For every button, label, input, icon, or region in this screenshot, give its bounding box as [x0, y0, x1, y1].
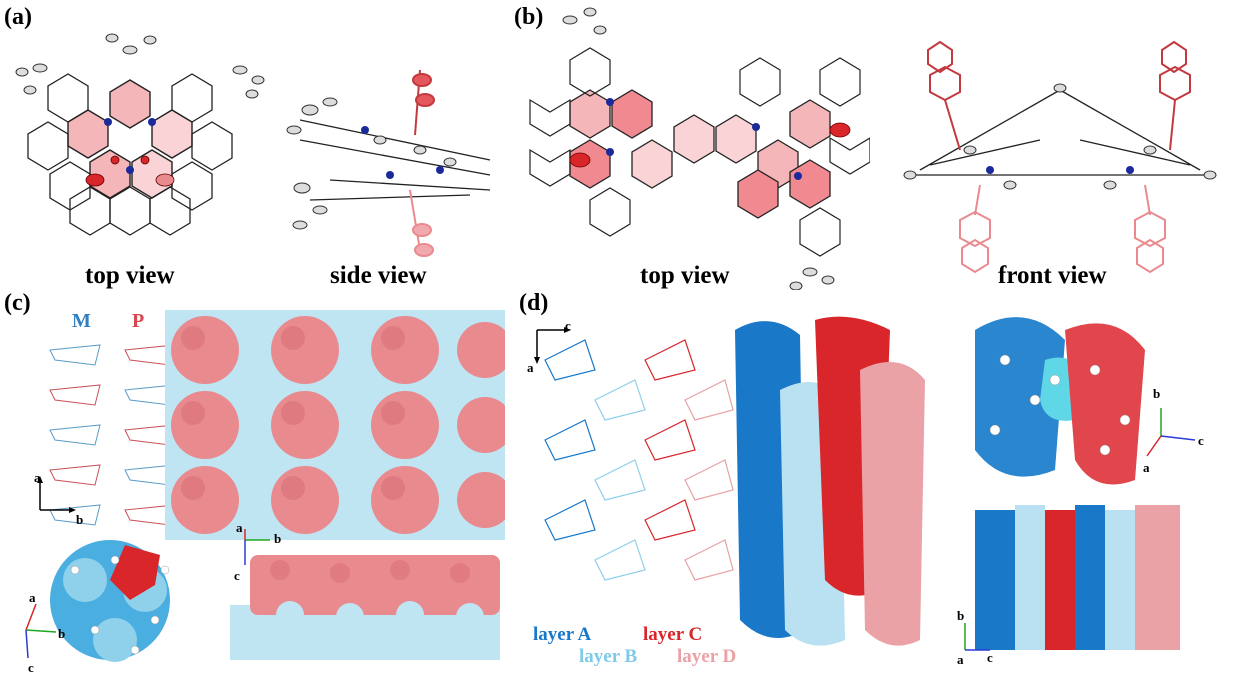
- panel-c-main-axes-arrows: [37, 476, 76, 513]
- panel-d-tr-axis-a: a: [1143, 460, 1150, 475]
- panel-b-top-view-structure: [529, 7, 870, 290]
- panel-b-front-view-structure: [903, 40, 1217, 274]
- panel-a-top-view-structure: [15, 33, 265, 236]
- panel-c-bottom-left-spacefill: [50, 540, 170, 662]
- panel-d-bottom-right-spacefill: [975, 505, 1180, 650]
- layer-d-label: layer D: [677, 646, 737, 667]
- layer-c-label: layer C: [643, 624, 703, 645]
- panel-d-br-axis-c: c: [987, 650, 993, 665]
- panel-c-spacefill-packing: [165, 310, 505, 540]
- panel-d-tr-axes-arrows: [1146, 408, 1196, 457]
- panel-c-bl-axes-arrows: [25, 603, 57, 659]
- panel-d-layer-wireframes: [544, 339, 734, 581]
- panel-c-label: (c): [4, 290, 31, 316]
- panel-d-layer-spacefill: [735, 316, 925, 646]
- panel-c: (c) M P a b: [0, 290, 510, 678]
- panel-c-main-axis-a: a: [34, 470, 41, 485]
- panel-b-label: (b): [514, 4, 544, 30]
- panel-d-br-axis-b: b: [957, 608, 965, 623]
- panel-c-br-axis-c: c: [234, 568, 240, 583]
- panel-d-left-axes-arrows: [534, 327, 571, 364]
- panel-a: (a): [0, 0, 500, 310]
- enantiomer-m-label: M: [72, 310, 91, 332]
- panel-a-caption-top-view: top view: [85, 262, 175, 289]
- panel-d-top-right-spacefill: [975, 317, 1145, 485]
- panel-c-br-axis-a: a: [236, 520, 243, 535]
- panel-b: (b): [510, 0, 1242, 310]
- panel-a-label: (a): [4, 4, 32, 30]
- panel-b-caption-top-view: top view: [640, 262, 730, 289]
- panel-c-br-axes-arrows: [244, 529, 270, 565]
- panel-c-bl-axis-b: b: [58, 626, 66, 641]
- panel-c-bl-axis-c: c: [28, 660, 34, 675]
- enantiomer-p-label: P: [132, 310, 145, 332]
- panel-c-bl-axis-a: a: [29, 590, 36, 605]
- panel-d-tr-axis-b: b: [1153, 386, 1161, 401]
- layer-b-label: layer B: [579, 646, 638, 667]
- panel-c-bottom-right-spacefill: [230, 555, 500, 660]
- panel-c-main-axis-b: b: [76, 512, 84, 527]
- panel-d-br-axes-arrows: [964, 623, 990, 651]
- layer-a-label: layer A: [533, 624, 592, 645]
- panel-d-tr-axis-c: c: [1198, 433, 1204, 448]
- panel-d: (d) c a b c a: [515, 290, 1242, 678]
- panel-a-caption-side-view: side view: [330, 262, 427, 289]
- panel-a-side-view-structure: [286, 69, 491, 257]
- panel-b-caption-front-view: front view: [998, 262, 1107, 289]
- panel-c-br-axis-b: b: [274, 531, 282, 546]
- panel-d-left-axis-c: c: [565, 318, 571, 333]
- panel-d-left-axis-a: a: [527, 360, 534, 375]
- panel-d-br-axis-a: a: [957, 652, 964, 667]
- panel-d-label: (d): [519, 290, 549, 316]
